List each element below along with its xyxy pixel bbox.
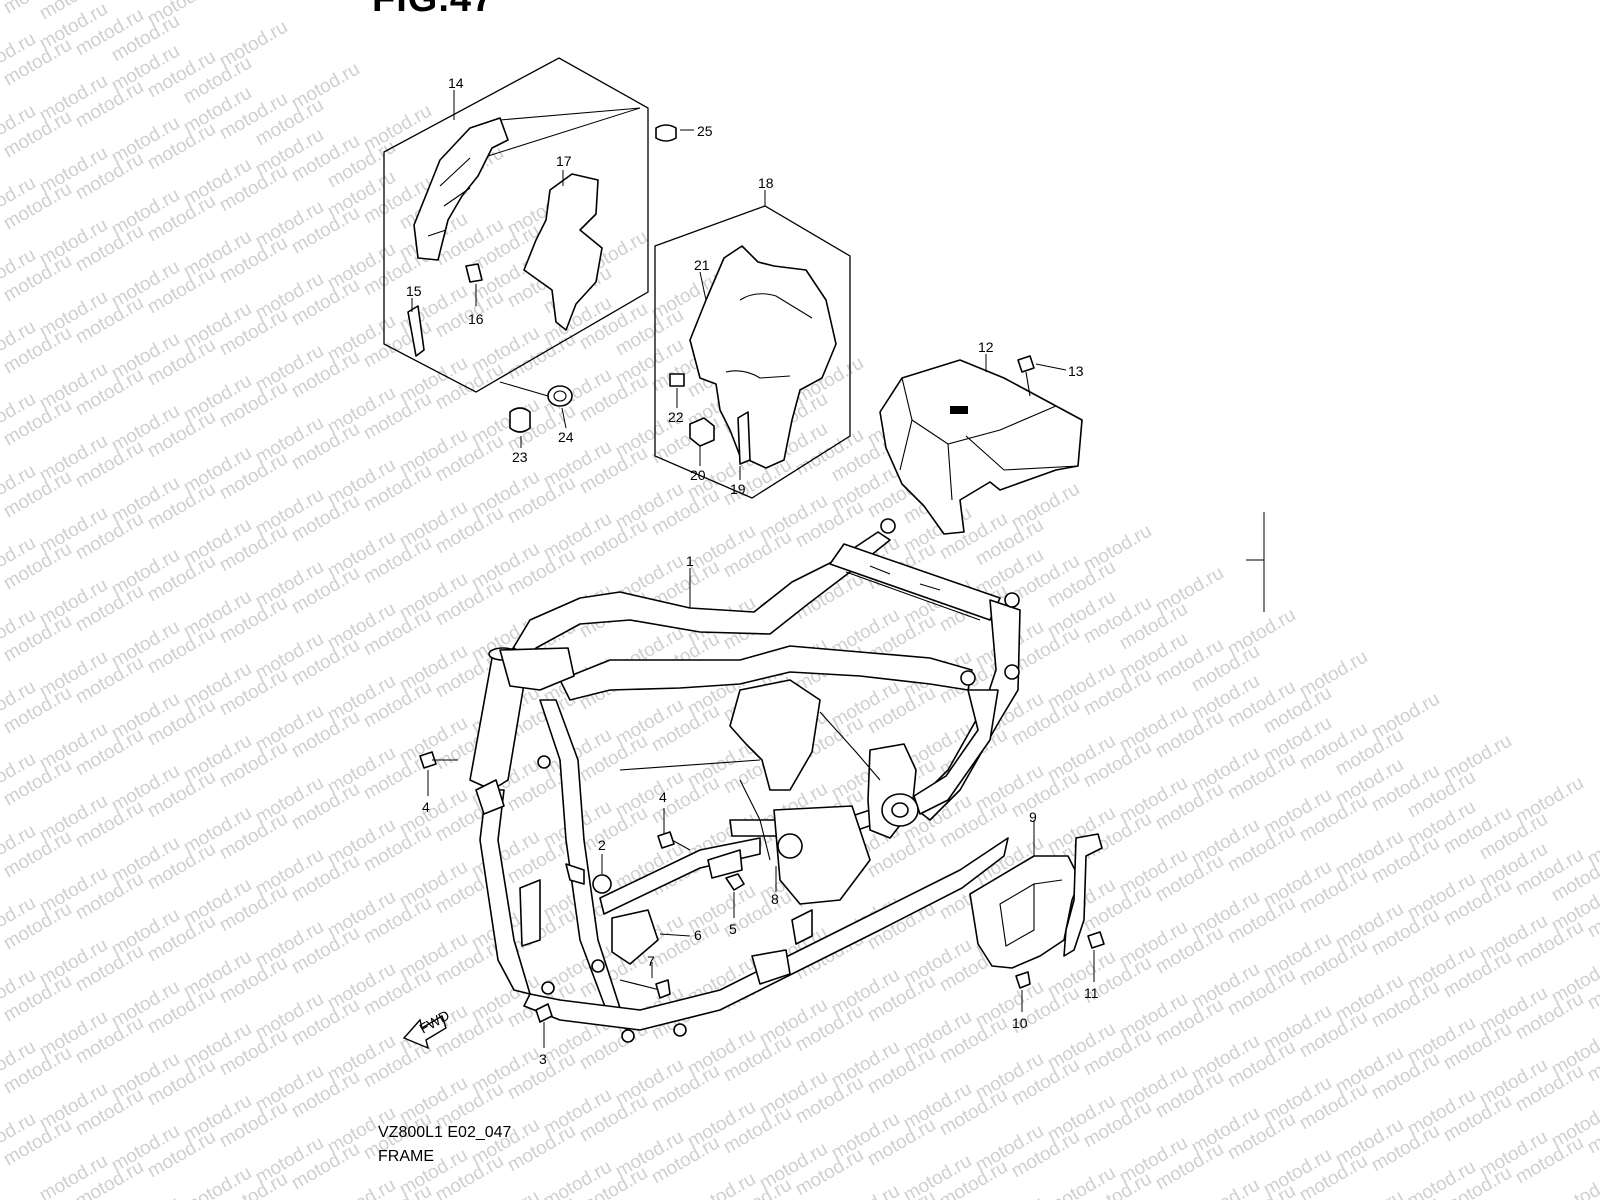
callout-16: 16	[468, 311, 484, 327]
part-24-grommet	[547, 385, 573, 407]
part-23-bush	[509, 407, 531, 433]
leader-6	[659, 933, 691, 937]
callout-12: 12	[978, 339, 994, 355]
callout-9: 9	[1029, 809, 1037, 825]
leader-21	[699, 271, 707, 301]
part-12-battery-holder	[879, 359, 1083, 535]
part-9-detail	[999, 879, 1063, 947]
group-box-14	[383, 57, 649, 393]
part-1-main-frame	[469, 518, 1021, 1043]
callout-23: 23	[512, 449, 528, 465]
part-9-stay	[1063, 833, 1103, 957]
part-13-bolt	[1017, 355, 1035, 373]
callout-20: 20	[690, 467, 706, 483]
part-14-side-cover	[413, 117, 509, 261]
callout-6: 6	[694, 927, 702, 943]
part-25-cap	[655, 124, 677, 142]
callout-11: 11	[1084, 985, 1099, 1001]
callout-2: 2	[598, 837, 606, 853]
part-12-detail	[899, 377, 1079, 501]
callout-15: 15	[406, 283, 422, 299]
part-24-hole	[553, 390, 567, 402]
part-15-band	[407, 305, 425, 357]
part-2-cap	[592, 874, 612, 894]
callout-3: 3	[539, 1051, 547, 1067]
callout-14: 14	[448, 75, 464, 91]
leader-24	[561, 407, 567, 429]
part-16-cushion	[465, 263, 483, 283]
part-9-bracket	[969, 855, 1081, 969]
part-21-cover	[689, 245, 837, 469]
part-21-detail	[725, 293, 813, 379]
callout-13: 13	[1068, 363, 1084, 379]
part-22-cushion	[669, 373, 685, 387]
model-code: VZ800L1 E02_047	[378, 1124, 512, 1141]
part-2-bracket	[565, 863, 585, 885]
callout-25: 25	[697, 123, 713, 139]
callout-19: 19	[730, 481, 746, 497]
part-13-shank	[1025, 371, 1031, 397]
leader-14-25	[487, 107, 641, 157]
part-5-nut	[725, 873, 745, 891]
figure-title: FIG.47	[372, 0, 494, 21]
callout-8: 8	[771, 891, 779, 907]
part-3-bolt	[535, 1003, 553, 1023]
part-12-label-mark	[950, 406, 968, 414]
callout-18: 18	[758, 175, 774, 191]
callout-17: 17	[556, 153, 572, 169]
leader-14-25b	[499, 107, 641, 121]
callout-1: 1	[686, 553, 694, 569]
part-17-frame-cover	[523, 173, 603, 331]
callout-10: 10	[1012, 1015, 1028, 1031]
part-7-bolt	[655, 979, 671, 999]
part-4-bolt-right	[657, 831, 675, 849]
callout-22: 22	[668, 409, 684, 425]
callout-5: 5	[729, 921, 737, 937]
part-7-shank	[619, 979, 661, 991]
callout-4-left: 4	[422, 799, 430, 815]
part-4-bolt-left	[419, 751, 437, 769]
leader-13	[1035, 363, 1067, 371]
part-11-bolt	[1087, 931, 1105, 949]
part-10-bolt	[1015, 971, 1031, 989]
callout-7: 7	[647, 953, 655, 969]
part-20-cushion	[689, 417, 715, 447]
callout-21: 21	[694, 257, 710, 273]
fwd-arrow: FWD	[402, 1007, 452, 1050]
leader-24b	[499, 381, 549, 397]
part-4-shank-right	[671, 839, 691, 851]
section-name: FRAME	[378, 1148, 434, 1165]
callout-24: 24	[558, 429, 574, 445]
callout-4-right: 4	[659, 789, 667, 805]
part-19-band	[737, 411, 751, 465]
part-14-detail	[427, 157, 471, 237]
